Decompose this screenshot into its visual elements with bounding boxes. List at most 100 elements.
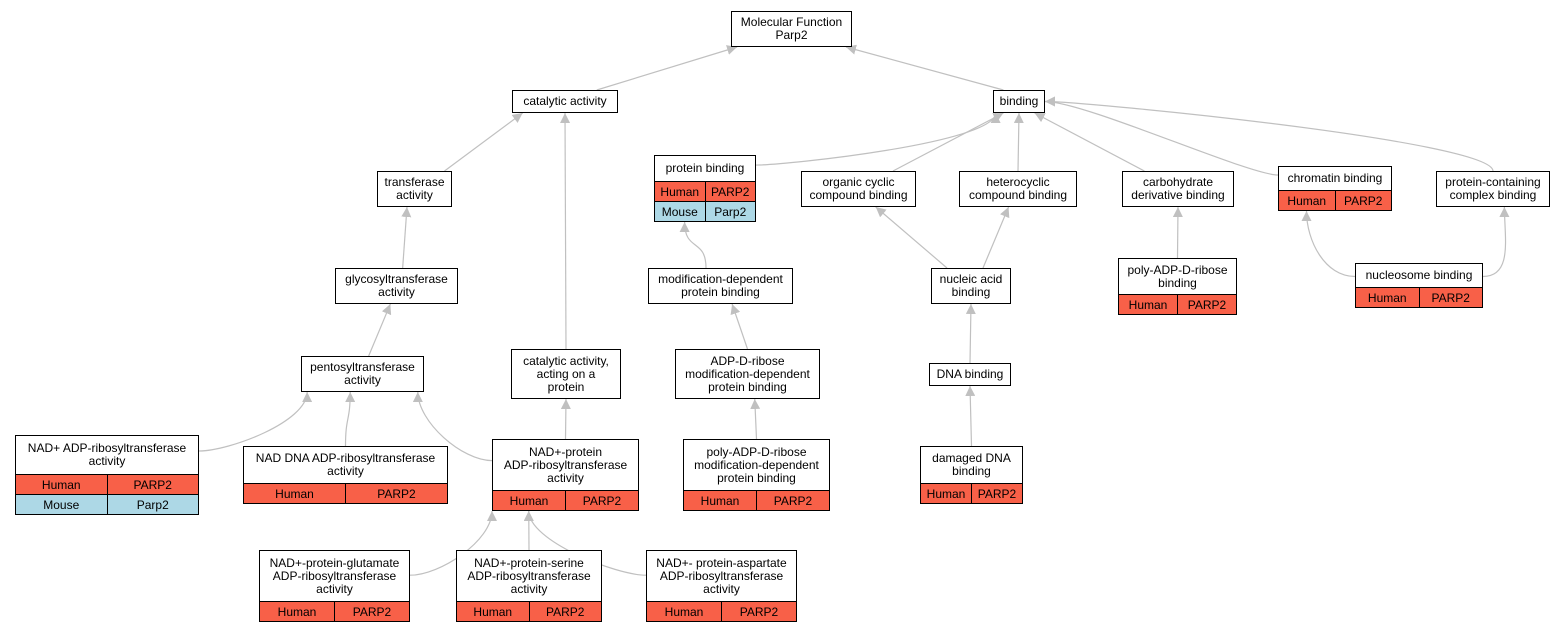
- go-term-node-transferase-activity[interactable]: transferase activity: [377, 171, 452, 207]
- gene-cell: PARP2: [1177, 295, 1236, 314]
- go-term-node-protein-containing-complex-binding[interactable]: protein-containing complex binding: [1436, 171, 1550, 207]
- go-term-node-nad-protein-adp-ribosyltransferase-activity[interactable]: NAD+-protein ADP-ribosyltransferase acti…: [492, 439, 639, 511]
- edge-nucleic_acid-to-organic_cyclic: [875, 206, 948, 269]
- species-gene-row: Human PARP2: [244, 483, 447, 503]
- species-gene-row: Human PARP2: [921, 483, 1022, 503]
- edge-adp_mod_dep-to-mod_dep: [730, 303, 749, 350]
- gene-cell: PARP2: [106, 475, 199, 494]
- edge-chromatin-to-binding: [1044, 96, 1279, 176]
- edge-protein_complex-to-binding: [1044, 96, 1494, 172]
- species-cell: Human: [926, 486, 966, 501]
- node-label: modification-dependent protein binding: [658, 272, 783, 299]
- edge-cat_protein-to-catalytic: [560, 112, 571, 350]
- go-term-node-modification-dependent-protein-binding[interactable]: modification-dependent protein binding: [648, 268, 793, 304]
- node-label: NAD+-protein-serine ADP-ribosyltransfera…: [467, 555, 591, 596]
- edge-glycosyl-to-transferase: [401, 206, 412, 269]
- species-cell: Mouse: [43, 497, 80, 512]
- edge-transferase-to-catalytic: [444, 112, 523, 172]
- gene-cell: Parp2: [704, 202, 756, 221]
- node-label: pentosyltransferase activity: [310, 360, 415, 387]
- edge-nad_dna-to-pentosyl: [344, 391, 356, 447]
- edge-nad_adp-to-pentosyl: [198, 391, 313, 452]
- species-gene-row: Human PARP2: [655, 181, 755, 201]
- go-term-node-poly-adp-d-ribose-modification-dependent-protein-binding[interactable]: poly-ADP-D-ribose modification-dependent…: [683, 439, 830, 511]
- node-label: poly-ADP-D-ribose modification-dependent…: [694, 444, 819, 485]
- go-term-node-adp-d-ribose-modification-dependent-protein-binding[interactable]: ADP-D-ribose modification-dependent prot…: [675, 349, 820, 399]
- gene-cell: PARP2: [334, 602, 409, 621]
- species-cell: Human: [700, 493, 740, 508]
- edge-nad_protein-to-pentosyl: [412, 391, 493, 462]
- go-term-node-dna-binding[interactable]: DNA binding: [929, 363, 1011, 386]
- node-label: NAD+- protein-aspartate ADP-ribosyltrans…: [656, 555, 787, 596]
- go-term-node-nad-protein-glutamate-adp-ribosyltransferase-activity[interactable]: NAD+-protein-glutamate ADP-ribosyltransf…: [259, 550, 410, 622]
- node-label: NAD+-protein-glutamate ADP-ribosyltransf…: [269, 555, 400, 596]
- edge-nad_protein-to-cat_protein: [560, 398, 571, 440]
- edge-carbohydrate-to-binding: [1034, 112, 1145, 172]
- gene-cell: PARP2: [345, 484, 447, 503]
- go-term-node-glycosyltransferase-activity[interactable]: glycosyltransferase activity: [335, 268, 458, 304]
- go-term-node-nucleic-acid-binding[interactable]: nucleic acid binding: [931, 268, 1011, 304]
- go-term-node-binding[interactable]: binding: [993, 90, 1045, 113]
- species-gene-row: Human PARP2: [260, 601, 409, 621]
- node-label: catalytic activity: [523, 94, 607, 108]
- species-cell: Human: [275, 486, 314, 501]
- go-term-node-nad-protein-aspartate-adp-ribosyltransferase-activity[interactable]: NAD+- protein-aspartate ADP-ribosyltrans…: [646, 550, 797, 622]
- node-label: NAD+-protein ADP-ribosyltransferase acti…: [503, 444, 628, 485]
- go-term-node-heterocyclic-compound-binding[interactable]: heterocyclic compound binding: [959, 171, 1077, 207]
- node-label: nucleic acid binding: [939, 272, 1003, 299]
- go-term-node-molecular-function[interactable]: Molecular Function Parp2: [731, 11, 852, 47]
- species-gene-row: Human PARP2: [1356, 287, 1482, 307]
- gene-cell: PARP2: [1418, 288, 1483, 307]
- node-label: DNA binding: [936, 367, 1004, 381]
- go-term-node-catalytic-activity-acting-on-a-protein[interactable]: catalytic activity, acting on a protein: [511, 349, 621, 399]
- species-cell: Human: [1367, 290, 1407, 305]
- gene-cell: Parp2: [106, 495, 199, 514]
- edge-protein_binding-to-binding: [755, 112, 1001, 166]
- go-term-node-carbohydrate-derivative-binding[interactable]: carbohydrate derivative binding: [1122, 171, 1234, 207]
- edge-catalytic-to-root: [596, 45, 738, 91]
- node-label: NAD+ ADP-ribosyltransferase activity: [27, 441, 187, 468]
- species-cell: Human: [1287, 193, 1327, 208]
- edge-mod_dep-to-protein_binding: [679, 221, 707, 269]
- edge-poly_adp_binding-to-carbohydrate: [1172, 206, 1183, 259]
- gene-cell: PARP2: [528, 602, 602, 621]
- go-term-node-catalytic-activity[interactable]: catalytic activity: [512, 90, 618, 113]
- go-term-node-pentosyltransferase-activity[interactable]: pentosyltransferase activity: [301, 356, 424, 392]
- node-label: glycosyltransferase activity: [345, 272, 448, 299]
- species-cell: Human: [664, 604, 704, 619]
- species-cell: Human: [277, 604, 317, 619]
- edge-nucleosome-to-chromatin: [1301, 210, 1356, 278]
- edge-poly_adp_mod-to-adp_mod_dep: [750, 398, 761, 440]
- edge-pentosyl-to-glycosyl: [368, 303, 392, 357]
- node-label: ADP-D-ribose modification-dependent prot…: [685, 353, 810, 394]
- go-term-node-nad-protein-serine-adp-ribosyltransferase-activity[interactable]: NAD+-protein-serine ADP-ribosyltransfera…: [456, 550, 602, 622]
- edge-nucleosome-to-protein_complex: [1482, 206, 1510, 278]
- node-label: chromatin binding: [1287, 171, 1383, 185]
- species-cell: Human: [41, 477, 81, 492]
- gene-cell: PARP2: [971, 484, 1022, 503]
- node-label: poly-ADP-D-ribose binding: [1127, 262, 1228, 290]
- edge-heterocyclic-to-binding: [1013, 112, 1024, 172]
- node-label: binding: [999, 94, 1039, 108]
- go-term-node-organic-cyclic-compound-binding[interactable]: organic cyclic compound binding: [801, 171, 916, 207]
- gene-cell: PARP2: [704, 182, 756, 201]
- node-label: Molecular Function Parp2: [740, 15, 843, 42]
- node-label: NAD DNA ADP-ribosyltransferase activity: [255, 451, 436, 478]
- species-cell: Human: [509, 493, 549, 508]
- node-label: damaged DNA binding: [932, 451, 1011, 478]
- species-cell: Human: [660, 184, 700, 199]
- node-label: nucleosome binding: [1365, 268, 1473, 282]
- node-label: catalytic activity, acting on a protein: [523, 353, 609, 394]
